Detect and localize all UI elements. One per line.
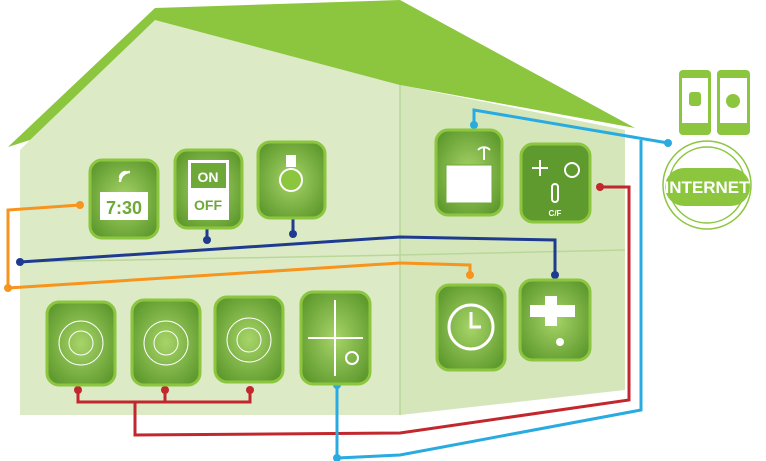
switch-off-label: OFF [194, 197, 222, 213]
unit-label: C/F [549, 209, 562, 218]
red-wire [133, 185, 631, 437]
alarm-clock-icon [100, 192, 148, 220]
switch-device[interactable]: ON OFF [173, 148, 244, 230]
apple-phone[interactable] [717, 70, 750, 135]
navy-wire [19, 235, 557, 275]
alarm-clock-device[interactable]: 7:30 [88, 158, 160, 240]
wires [6, 108, 669, 460]
orange-wire [6, 203, 472, 290]
router-icon [445, 164, 493, 204]
android-phone[interactable] [679, 70, 711, 135]
climate-device[interactable]: C/F [519, 142, 592, 224]
motion-sensor-icon [58, 320, 104, 366]
wire-dots [4, 121, 672, 461]
blue-wire [335, 140, 643, 460]
light-bulb-icon [279, 155, 303, 192]
bulb-device[interactable] [256, 140, 327, 220]
gas-light-sensor-icon [308, 300, 363, 376]
blue-wire-top [472, 108, 669, 145]
apple-icon [726, 94, 740, 108]
motion-sensor-device[interactable] [45, 300, 117, 387]
roof [8, 0, 635, 147]
fire-sensor-device[interactable] [130, 298, 202, 387]
water-device[interactable] [518, 278, 592, 362]
environment-sensor-device[interactable] [299, 290, 372, 386]
siren-icon [226, 317, 272, 363]
clock-icon [447, 303, 495, 351]
water-tap-icon [530, 296, 575, 346]
internet-cloud: INTERNET [662, 140, 752, 230]
alarm-time: 7:30 [106, 198, 142, 218]
switch-on-label: ON [198, 169, 219, 185]
android-icon [689, 92, 701, 106]
internet-label: INTERNET [665, 178, 751, 197]
fire-sensor-icon [143, 320, 189, 366]
siren-device[interactable] [213, 295, 285, 384]
thermostat-icon [532, 160, 580, 203]
router-device[interactable] [434, 128, 504, 217]
clock-device[interactable] [435, 283, 507, 372]
